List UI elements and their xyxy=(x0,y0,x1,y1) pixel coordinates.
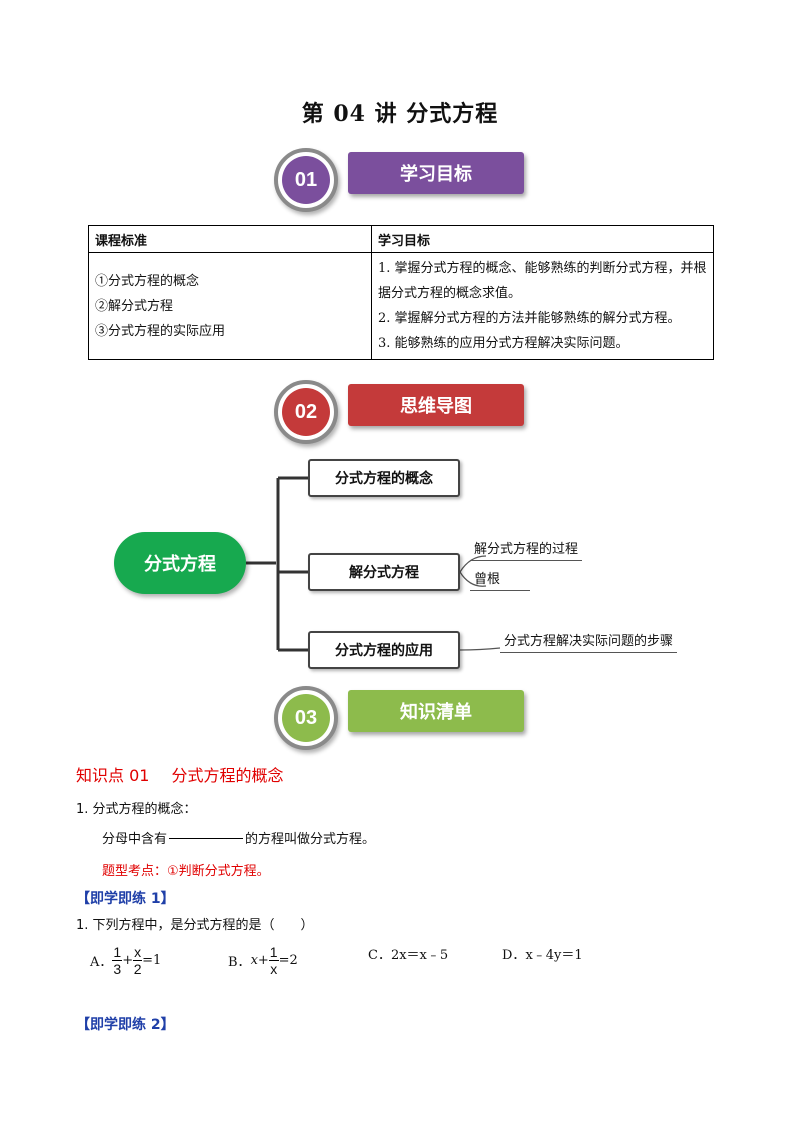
section-number-badge: 03 xyxy=(274,686,338,750)
denominator: 2 xyxy=(133,961,142,977)
option-d[interactable]: D． x﹣4y＝1 xyxy=(502,944,583,963)
option-b[interactable]: B． x+ 1 x =2 xyxy=(228,944,298,977)
mindmap-leaf: 分式方程解决实际问题的步骤 xyxy=(500,630,678,653)
goal-item: 3. 能够熟练的应用分式方程解决实际问题。 xyxy=(378,336,629,351)
section-number-badge: 02 xyxy=(274,380,338,444)
section-banner-objectives: 01 学习目标 xyxy=(270,148,530,212)
equation-rest: =2 xyxy=(278,953,298,968)
option-label: A． xyxy=(90,955,113,970)
mindmap-node-apply: 分式方程的应用 xyxy=(308,631,460,669)
objectives-table: 课程标准 学习目标 ①分式方程的概念 ②解分式方程 ③分式方程的实际应用 1. … xyxy=(88,225,714,360)
table-row: ①分式方程的概念 ②解分式方程 ③分式方程的实际应用 1. 掌握分式方程的概念、… xyxy=(88,252,714,360)
standards-cell: ①分式方程的概念 ②解分式方程 ③分式方程的实际应用 xyxy=(88,252,372,360)
section-title: 思维导图 xyxy=(348,384,524,426)
concept-definition: 分母中含有 的方程叫做分式方程。 xyxy=(102,828,375,847)
goal-item: 1. 掌握分式方程的概念、能够熟练的判断分式方程，并根据分式方程的概念求值。 xyxy=(378,261,707,301)
option-label: B． xyxy=(228,955,251,970)
definition-before: 分母中含有 xyxy=(102,832,168,847)
fill-blank xyxy=(169,838,244,839)
numerator: x xyxy=(133,944,143,961)
mindmap-leaf: 曾根 xyxy=(470,568,531,591)
equation: x﹣4y＝1 xyxy=(525,948,583,963)
mindmap-center: 分式方程 xyxy=(114,532,246,594)
exam-point: 题型考点：①判断分式方程。 xyxy=(102,864,270,879)
goals-cell: 1. 掌握分式方程的概念、能够熟练的判断分式方程，并根据分式方程的概念求值。 2… xyxy=(371,252,714,360)
knowledge-point-title: 分式方程的概念 xyxy=(171,766,284,785)
option-label: C． xyxy=(368,948,391,963)
section-number: 03 xyxy=(282,694,330,742)
practice-heading-1: 【即学即练 1】 xyxy=(76,891,175,907)
section-number: 02 xyxy=(282,388,330,436)
knowledge-point-heading: 知识点 01 分式方程的概念 xyxy=(76,762,283,786)
fraction: 1 x xyxy=(268,944,279,977)
standard-item: ③分式方程的实际应用 xyxy=(95,323,226,339)
knowledge-point-label: 知识点 01 xyxy=(76,766,150,785)
page-title: 第 04 讲 分式方程 xyxy=(301,101,499,127)
section-banner-mindmap: 02 思维导图 xyxy=(270,380,530,444)
standard-item: ②解分式方程 xyxy=(95,298,174,314)
equation-lead: x+ xyxy=(250,953,269,968)
mindmap-leaf: 解分式方程的过程 xyxy=(470,538,583,561)
concept-item: 1. 分式方程的概念： xyxy=(76,802,197,817)
option-c[interactable]: C． 2x＝x﹣5 xyxy=(368,944,448,963)
goal-item: 2. 掌握解分式方程的方法并能够熟练的解分式方程。 xyxy=(378,311,681,326)
table-header: 学习目标 xyxy=(371,225,714,253)
section-number: 01 xyxy=(282,156,330,204)
equation-rest: =1 xyxy=(142,953,162,968)
practice-heading-2: 【即学即练 2】 xyxy=(76,1017,175,1033)
mindmap-node-solve: 解分式方程 xyxy=(308,553,460,591)
numerator: 1 xyxy=(268,944,279,961)
plus-sign: + xyxy=(122,953,134,968)
section-number-badge: 01 xyxy=(274,148,338,212)
fraction: x 2 xyxy=(133,944,143,977)
fraction: 1 3 xyxy=(112,944,123,977)
option-label: D． xyxy=(502,948,526,963)
option-a[interactable]: A． 1 3 + x 2 =1 xyxy=(90,944,161,977)
section-title: 知识清单 xyxy=(348,690,524,732)
definition-after: 的方程叫做分式方程。 xyxy=(245,832,376,847)
numerator: 1 xyxy=(112,944,123,961)
denominator: 3 xyxy=(113,961,122,977)
standard-item: ①分式方程的概念 xyxy=(95,273,200,289)
section-title: 学习目标 xyxy=(348,152,524,194)
denominator: x xyxy=(270,961,278,977)
section-banner-knowledge: 03 知识清单 xyxy=(270,686,530,750)
question-1: 1. 下列方程中，是分式方程的是（ ） xyxy=(76,918,314,933)
mindmap-node-concept: 分式方程的概念 xyxy=(308,459,460,497)
equation: 2x＝x﹣5 xyxy=(390,948,449,963)
